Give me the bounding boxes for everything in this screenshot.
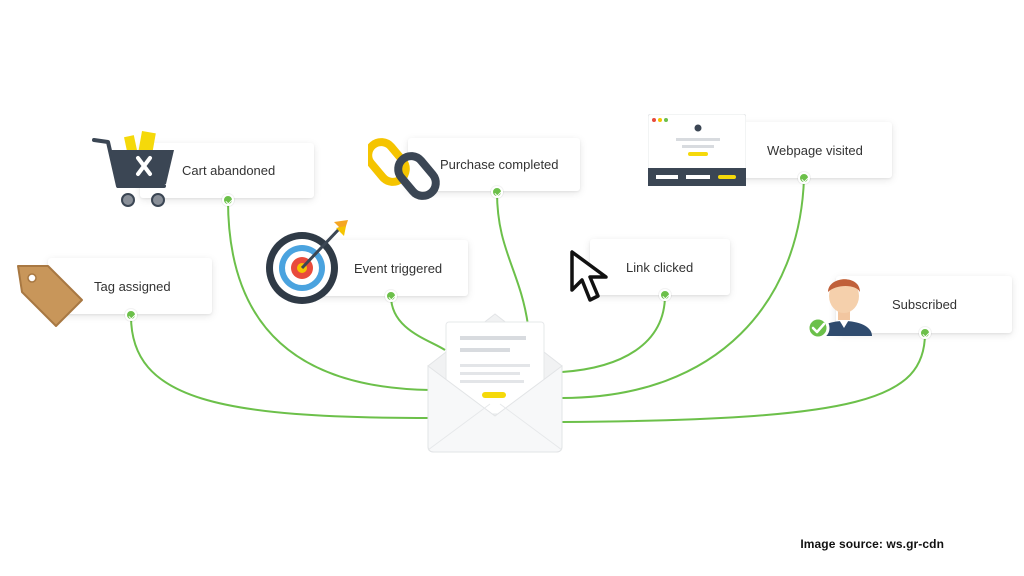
user-avatar-icon [806, 279, 872, 340]
connector-tag-assigned [130, 315, 431, 419]
connector-event-triggered [390, 295, 446, 351]
shopping-cart-icon [92, 130, 174, 207]
check-dot-subscribed [919, 327, 931, 339]
check-dot-cart-abandoned [222, 194, 234, 206]
target-icon [266, 220, 348, 304]
webpage-visited-label: Webpage visited [767, 142, 863, 158]
check-dot-link-clicked [659, 289, 671, 301]
card-event-triggered: Event triggered [310, 240, 468, 296]
purchase-completed-label: Purchase completed [440, 157, 559, 172]
card-tag-assigned: Tag assigned [48, 258, 212, 314]
connector-link-clicked [561, 294, 666, 373]
mouse-cursor-icon [570, 250, 608, 302]
check-dot-purchase-completed [491, 186, 503, 198]
cart-abandoned-label: Cart abandoned [182, 163, 276, 178]
connector-purchase-completed [496, 191, 529, 326]
chain-link-icon [368, 138, 440, 200]
connector-subscribed [561, 332, 926, 423]
card-cart-abandoned: Cart abandoned [140, 143, 314, 198]
link-clicked-label: Link clicked [626, 259, 694, 275]
card-link-clicked: Link clicked [590, 239, 730, 295]
check-dot-event-triggered [385, 290, 397, 302]
tag-icon [17, 265, 83, 327]
subscribed-label: Subscribed [892, 297, 958, 312]
check-dot-tag-assigned [125, 309, 137, 321]
card-subscribed: Subscribed [836, 276, 1012, 333]
connector-cart-abandoned [227, 199, 431, 391]
webpage-icon [648, 114, 746, 186]
tag-assigned-label: Tag assigned [94, 278, 171, 294]
connector-webpage-visited [561, 177, 805, 399]
check-dot-webpage-visited [798, 172, 810, 184]
event-triggered-label: Event triggered [354, 260, 443, 276]
envelope-icon [427, 313, 563, 453]
image-source-caption: Image source: ws.gr-cdn [800, 537, 944, 551]
